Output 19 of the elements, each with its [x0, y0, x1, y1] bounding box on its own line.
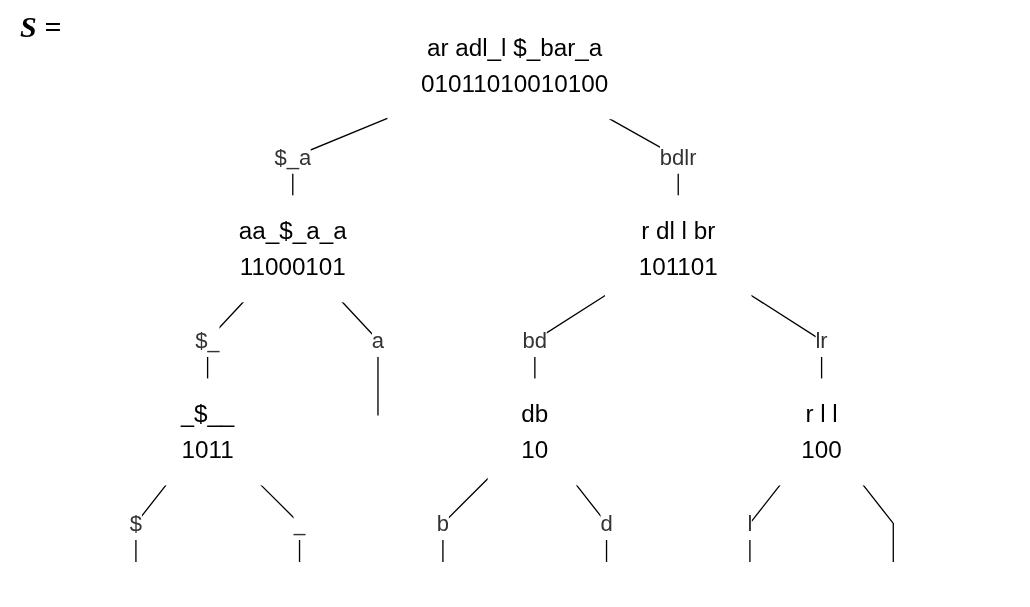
edge-label: $ [130, 510, 143, 536]
edge-label: lr [815, 327, 829, 353]
node-text: _$__ 1011 [181, 399, 235, 464]
edge-label: l [747, 510, 753, 536]
edge-label: $_ [195, 327, 221, 353]
node-text: r l l 100 [801, 399, 843, 464]
node-text: r dl l br 101101 [639, 216, 719, 281]
edge-label: a [372, 327, 385, 353]
node-caption: S = [20, 10, 62, 44]
edge-label: bdlr [660, 144, 698, 169]
edge-label: _ [293, 510, 307, 536]
node-text: db 10 [521, 399, 549, 464]
tree-branch-line [862, 483, 895, 563]
edge-label: b [437, 510, 450, 536]
edge-label: bd [522, 327, 548, 353]
node-text: ar adl_l $_bar_a 01011010010100 [421, 33, 609, 98]
edge-label: $_a [274, 144, 312, 169]
edge-label: d [600, 510, 614, 536]
node-text: aa_$_a_a 11000101 [239, 216, 348, 281]
